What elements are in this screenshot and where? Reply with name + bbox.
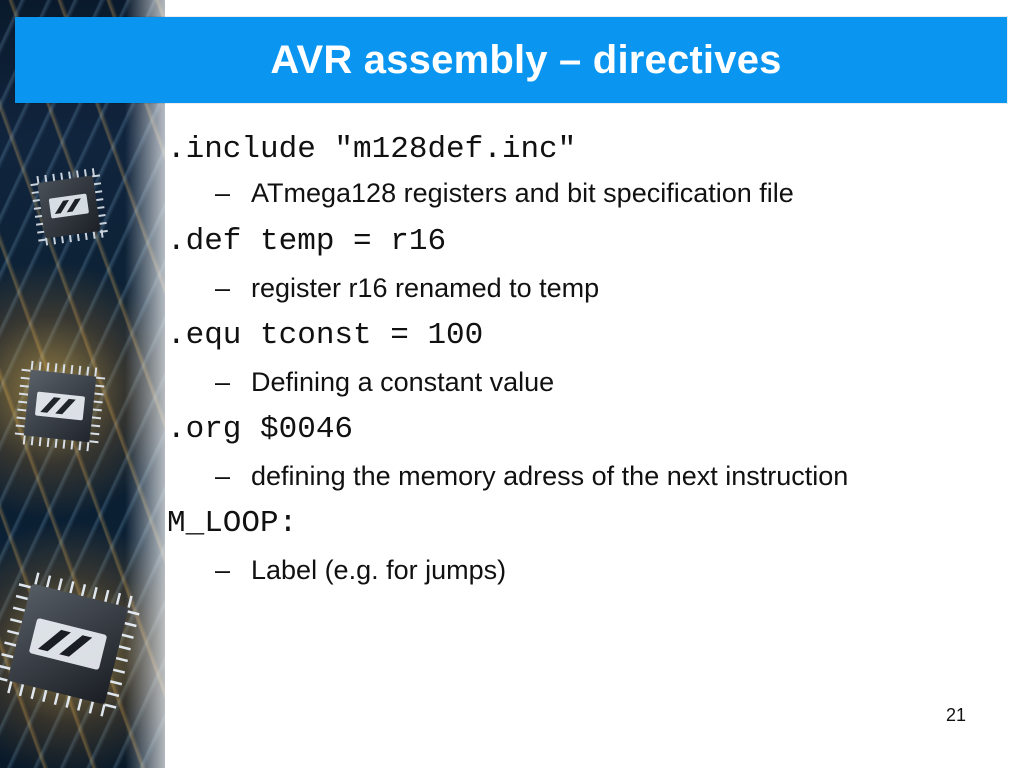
- bullet-dash: –: [215, 178, 231, 208]
- atmel-chip-icon: [25, 163, 113, 251]
- bullet-text: register r16 renamed to temp: [251, 273, 600, 303]
- directive-bullet: – Defining a constant value: [215, 366, 987, 398]
- directive-bullet: – register r16 renamed to temp: [215, 272, 987, 304]
- directive-item: .include "m128def.inc" – ATmega128 regis…: [167, 130, 987, 209]
- directive-bullet: – Label (e.g. for jumps): [215, 554, 987, 586]
- bullet-text: Label (e.g. for jumps): [251, 555, 507, 585]
- directive-bullet: – defining the memory adress of the next…: [215, 460, 987, 492]
- directive-item: .def temp = r16 – register r16 renamed t…: [167, 222, 987, 304]
- slide-content: .include "m128def.inc" – ATmega128 regis…: [167, 130, 987, 586]
- bullet-dash: –: [215, 555, 231, 585]
- directive-code: .include "m128def.inc": [167, 132, 577, 167]
- bullet-text: Defining a constant value: [251, 367, 555, 397]
- bullet-text: ATmega128 registers and bit specificatio…: [251, 178, 794, 208]
- directive-code: .def temp = r16: [167, 224, 447, 259]
- slide-title: AVR assembly – directives: [270, 37, 782, 82]
- bullet-text: defining the memory adress of the next i…: [251, 461, 849, 491]
- page-number: 21: [945, 705, 966, 725]
- bullet-dash: –: [215, 461, 231, 491]
- directive-bullet: – ATmega128 registers and bit specificat…: [215, 177, 987, 209]
- bullet-dash: –: [215, 273, 231, 303]
- directive-code: .org $0046: [167, 412, 354, 447]
- title-banner: AVR assembly – directives: [15, 17, 1007, 103]
- directive-code: M_LOOP:: [167, 506, 298, 541]
- atmel-chip-icon: [9, 355, 110, 456]
- directive-item: M_LOOP: – Label (e.g. for jumps): [167, 504, 987, 586]
- directive-item: .equ tconst = 100 – Defining a constant …: [167, 316, 987, 398]
- directive-item: .org $0046 – defining the memory adress …: [167, 410, 987, 492]
- directive-code: .equ tconst = 100: [167, 318, 484, 353]
- bullet-dash: –: [215, 367, 231, 397]
- decorative-side-strip: [0, 0, 165, 768]
- atmel-chip-icon: [0, 564, 148, 724]
